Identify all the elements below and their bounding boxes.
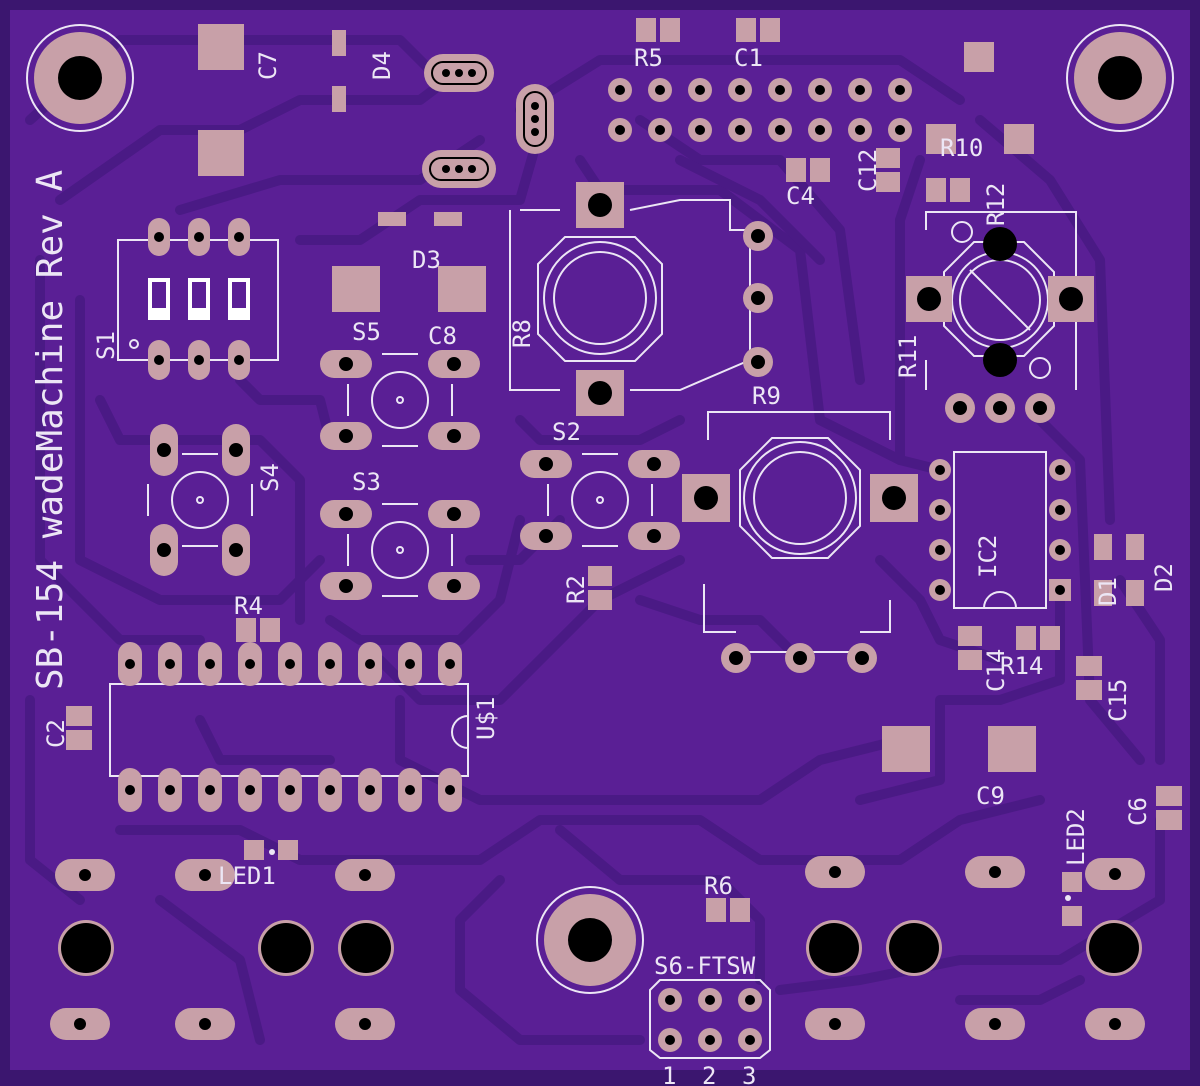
us1-dip18 xyxy=(109,642,469,812)
label-c8: C8 xyxy=(428,322,457,350)
label-led2: LED2 xyxy=(1062,808,1090,866)
label-pin-2: 2 xyxy=(702,1062,716,1086)
label-pin-3: 3 xyxy=(742,1062,756,1086)
label-s3: S3 xyxy=(352,468,381,496)
pot-r9 xyxy=(682,411,918,673)
ic2-dip8 xyxy=(929,451,1071,609)
label-r11: R11 xyxy=(894,335,922,378)
label-r14: R14 xyxy=(1000,652,1043,680)
jack-and-footswitch-pads xyxy=(50,856,1145,1040)
mounting-hole-top-left xyxy=(26,24,134,132)
label-r8: R8 xyxy=(508,319,536,348)
label-s2: S2 xyxy=(552,418,581,446)
label-r6: R6 xyxy=(704,872,733,900)
mounting-holes xyxy=(26,24,1174,994)
label-c14: C14 xyxy=(982,649,1010,692)
silkscreen-labels: SB-154 wadeMachine Rev A C7 D4 R5 C1 C4 … xyxy=(30,44,1178,1086)
label-c2: C2 xyxy=(42,719,70,748)
pin-header-2x8 xyxy=(608,78,912,142)
label-ic2: IC2 xyxy=(974,535,1002,578)
switch-s3 xyxy=(320,500,480,600)
label-r5: R5 xyxy=(634,44,663,72)
label-c6: C6 xyxy=(1124,797,1152,826)
board-title: SB-154 wadeMachine Rev A xyxy=(30,170,71,690)
to92-vertical xyxy=(516,84,554,154)
label-r10: R10 xyxy=(940,134,983,162)
label-c4: C4 xyxy=(786,182,815,210)
label-s4: S4 xyxy=(256,463,284,492)
label-c7: C7 xyxy=(254,51,282,80)
switch-s1 xyxy=(117,218,279,380)
to92-components xyxy=(422,54,554,188)
smd-pads xyxy=(66,18,1182,926)
label-s1: S1 xyxy=(92,331,120,360)
label-d2: D2 xyxy=(1150,563,1178,592)
switch-s2 xyxy=(520,450,680,550)
pot-r8 xyxy=(509,182,773,416)
label-c15: C15 xyxy=(1104,679,1132,722)
label-d4: D4 xyxy=(368,51,396,80)
label-r2: R2 xyxy=(562,575,590,604)
to92-top xyxy=(424,54,494,92)
label-pin-1: 1 xyxy=(662,1062,676,1086)
label-r9: R9 xyxy=(752,382,781,410)
switch-s4 xyxy=(147,424,253,576)
switch-s5 xyxy=(320,350,480,450)
label-d1: D1 xyxy=(1094,577,1122,606)
label-led1: LED1 xyxy=(218,862,276,890)
label-c9: C9 xyxy=(976,782,1005,810)
footswitch-s6 xyxy=(649,979,771,1059)
label-r12: R12 xyxy=(982,183,1010,226)
tactile-switches xyxy=(147,350,680,600)
label-c12: C12 xyxy=(854,149,882,192)
label-c1: C1 xyxy=(734,44,763,72)
to92-middle xyxy=(422,150,496,188)
label-s5: S5 xyxy=(352,318,381,346)
label-d3: D3 xyxy=(412,246,441,274)
label-us1: U$1 xyxy=(472,697,500,740)
mounting-hole-top-right xyxy=(1066,24,1174,132)
label-s6: S6-FTSW xyxy=(654,952,756,980)
pot-r11 xyxy=(906,211,1094,423)
mounting-hole-bottom-center xyxy=(536,886,644,994)
label-r4: R4 xyxy=(234,592,263,620)
